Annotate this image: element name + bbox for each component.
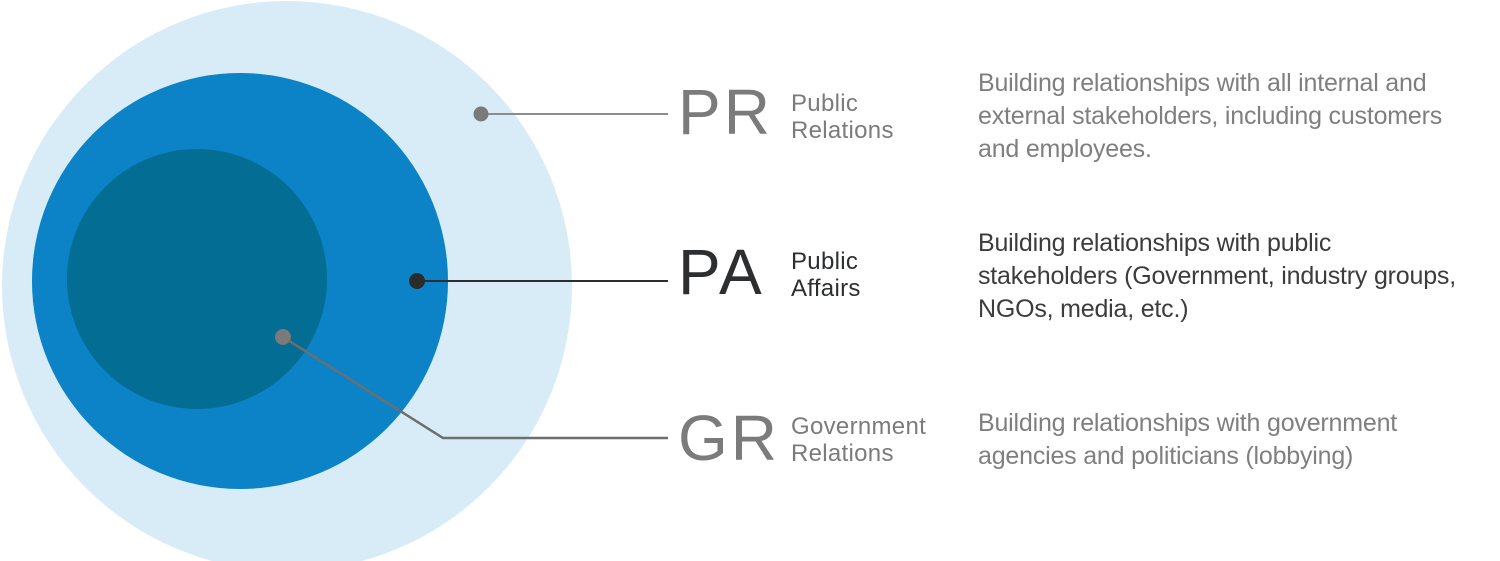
pr-abbreviation: PR xyxy=(678,76,773,148)
pr-description: Building relationships with all internal… xyxy=(978,69,1443,163)
pa-description: Building relationships with public stake… xyxy=(978,229,1456,323)
gr-connector-line xyxy=(282,335,668,440)
gr-description: Building relationships with government a… xyxy=(978,409,1398,470)
gr-inner-circle xyxy=(67,149,327,409)
pr-label: Public Relations xyxy=(791,90,894,144)
pa-abbreviation: PA xyxy=(678,236,765,308)
pa-label: Public Affairs xyxy=(791,248,861,302)
gr-label: Government Relations xyxy=(791,413,927,467)
pr-marker-dot xyxy=(473,106,489,122)
gr-abbreviation: GR xyxy=(678,402,780,474)
pa-marker-dot xyxy=(409,273,425,289)
gr-marker-dot xyxy=(275,329,291,345)
